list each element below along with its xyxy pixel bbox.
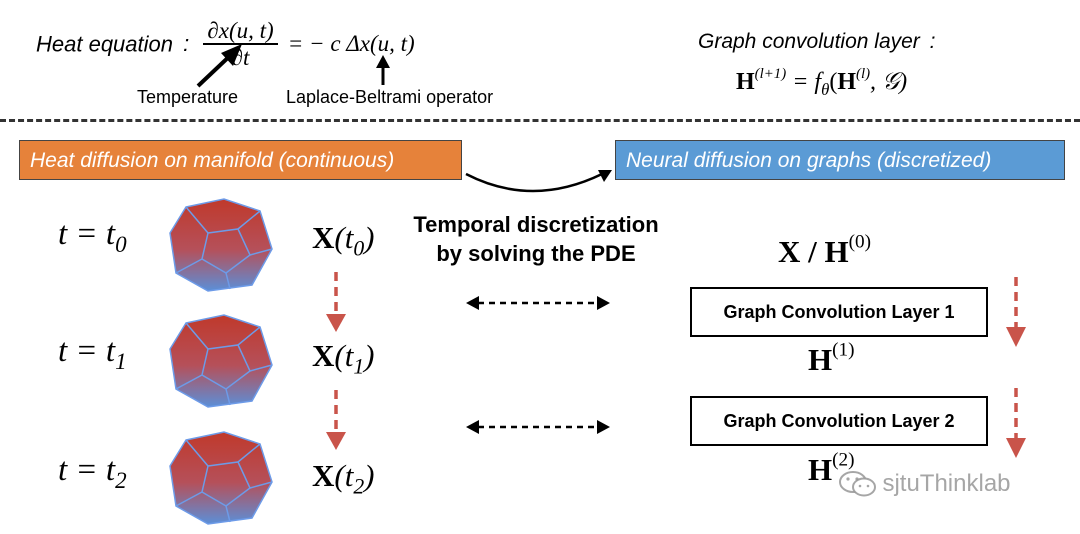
temperature-label: Temperature — [137, 87, 239, 107]
hidden-state-2: H(2) — [808, 449, 855, 487]
polyhedron-t2 — [169, 431, 273, 525]
polyhedron-t0 — [169, 198, 273, 292]
middle-caption: Temporal discretization by solving the P… — [386, 210, 686, 268]
wechat-icon — [839, 471, 876, 497]
state-label-0: X(t0) — [312, 220, 375, 261]
fraction-numerator: ∂x(u, t) — [203, 18, 278, 46]
time-label-2: t = t2 — [58, 452, 127, 494]
hidden-state-1: H(1) — [808, 339, 855, 377]
state-label-2: X(t2) — [312, 458, 375, 499]
bidirectional-arrow-1 — [466, 296, 610, 310]
heat-equation-label: Heat equation — [36, 31, 173, 57]
middle-caption-line2: by solving the PDE — [436, 241, 636, 266]
operator-arrow — [376, 55, 390, 85]
graph-conv-layer-2: Graph Convolution Layer 2 — [690, 396, 988, 446]
middle-caption-line1: Temporal discretization — [413, 212, 659, 237]
time-derivative-fraction: ∂x(u, t) ∂t — [203, 18, 278, 71]
bidirectional-arrow-2 — [466, 420, 610, 434]
section-divider — [0, 119, 1080, 122]
graph-conv-formula: H(l+1) = fθ(H(l), 𝒢) — [736, 65, 908, 99]
time-label-0: t = t0 — [58, 216, 127, 258]
graph-conv-layer-1: Graph Convolution Layer 1 — [690, 287, 988, 337]
right-down-arrow-2 — [1006, 388, 1026, 458]
continuous-banner: Heat diffusion on manifold (continuous) — [19, 140, 462, 180]
graph-conv-title: Graph convolution layer : — [698, 30, 936, 53]
temperature-arrow — [196, 44, 242, 88]
left-down-arrow-2 — [326, 390, 346, 450]
state-label-1: X(t1) — [312, 338, 375, 379]
left-down-arrow-1 — [326, 272, 346, 332]
time-label-1: t = t1 — [58, 333, 127, 375]
heat-equation: Heat equation : ∂x(u, t) ∂t = − c Δx(u, … — [36, 18, 415, 71]
discrete-banner: Neural diffusion on graphs (discretized) — [615, 140, 1065, 180]
watermark: sjtuThinklab — [838, 470, 1011, 500]
equation-rhs: = − c Δx(u, t) — [287, 31, 415, 57]
curved-connector-arrow — [465, 170, 612, 193]
input-feature-label: X / H(0) — [778, 231, 872, 269]
polyhedron-t1 — [169, 314, 273, 408]
watermark-text: sjtuThinklab — [882, 470, 1011, 497]
operator-label: Laplace-Beltrami operator — [286, 87, 494, 107]
right-down-arrow-1 — [1006, 277, 1026, 347]
